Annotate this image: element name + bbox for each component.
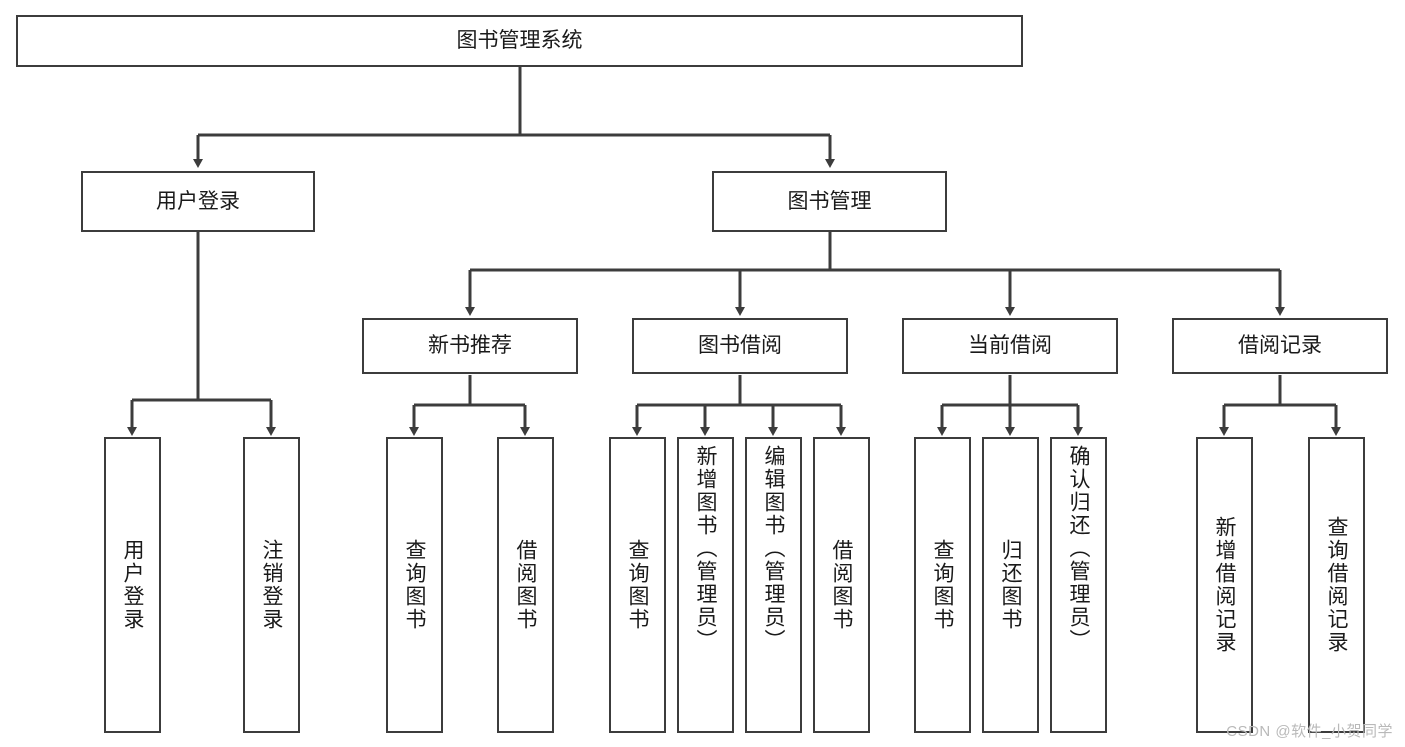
connector-record-to-leaves	[1219, 375, 1341, 436]
leaf-return-book[interactable]: 归还图书	[982, 437, 1039, 733]
leaf-confirm-return-admin[interactable]: 确认归还（管理员）	[1050, 437, 1107, 733]
node-borrow-record[interactable]: 借阅记录	[1172, 318, 1388, 374]
leaf-edit-book-admin[interactable]: 编辑图书（管理员）	[745, 437, 802, 733]
node-user-login[interactable]: 用户登录	[81, 171, 315, 232]
node-root-system[interactable]: 图书管理系统	[16, 15, 1023, 67]
node-label: 查询图书	[931, 539, 954, 631]
node-current-borrow[interactable]: 当前借阅	[902, 318, 1118, 374]
node-label: 查询借阅记录	[1325, 516, 1348, 654]
node-label: 新书推荐	[428, 334, 512, 358]
node-label: 借阅图书	[830, 539, 853, 631]
node-book-borrow[interactable]: 图书借阅	[632, 318, 848, 374]
connector-newbook-to-leaves	[409, 375, 530, 436]
node-label: 查询图书	[626, 539, 649, 631]
node-label: 借阅图书	[514, 539, 537, 631]
leaf-query-borrow-record[interactable]: 查询借阅记录	[1308, 437, 1365, 733]
node-label: 借阅记录	[1238, 334, 1322, 358]
node-label: 确认归还（管理员）	[1067, 445, 1090, 652]
leaf-add-book-admin[interactable]: 新增图书（管理员）	[677, 437, 734, 733]
node-label: 新增图书（管理员）	[694, 445, 717, 652]
node-label: 图书管理系统	[456, 29, 583, 53]
node-label: 归还图书	[999, 539, 1022, 631]
node-label: 图书借阅	[698, 334, 782, 358]
leaf-query-book-current[interactable]: 查询图书	[914, 437, 971, 733]
node-label: 图书管理	[787, 189, 872, 213]
node-label: 注销登录	[260, 539, 283, 631]
node-label: 查询图书	[403, 539, 426, 631]
connector-bookmgmt-to-level3	[465, 232, 1285, 316]
node-label: 当前借阅	[968, 334, 1052, 358]
leaf-query-book-recommend[interactable]: 查询图书	[386, 437, 443, 733]
node-label: 新增借阅记录	[1213, 516, 1236, 654]
leaf-user-login[interactable]: 用户登录	[104, 437, 161, 733]
connector-root-to-level2	[193, 67, 835, 168]
node-label: 用户登录	[121, 539, 144, 631]
leaf-borrow-book[interactable]: 借阅图书	[813, 437, 870, 733]
node-label: 编辑图书（管理员）	[762, 445, 785, 652]
connector-userlogin-to-leaves	[127, 232, 276, 436]
leaf-query-book-borrow[interactable]: 查询图书	[609, 437, 666, 733]
leaf-borrow-book-recommend[interactable]: 借阅图书	[497, 437, 554, 733]
node-new-book-recommend[interactable]: 新书推荐	[362, 318, 578, 374]
node-book-management[interactable]: 图书管理	[712, 171, 947, 232]
connector-borrow-to-leaves	[632, 375, 846, 436]
node-label: 用户登录	[156, 189, 240, 213]
leaf-add-borrow-record[interactable]: 新增借阅记录	[1196, 437, 1253, 733]
leaf-logout-login[interactable]: 注销登录	[243, 437, 300, 733]
connector-current-to-leaves	[937, 375, 1083, 436]
